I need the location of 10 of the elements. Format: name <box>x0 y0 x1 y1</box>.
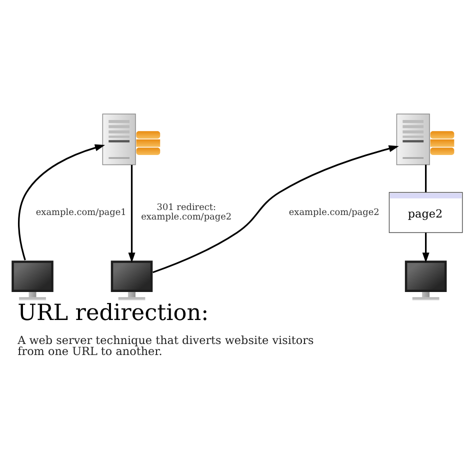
edge-label: example.com/page2 <box>288 208 380 218</box>
arrow <box>422 232 430 262</box>
arrow <box>152 144 399 273</box>
arrow <box>18 144 105 260</box>
arrow <box>128 164 136 262</box>
diagram-title: URL redirection: <box>18 299 209 326</box>
edge-label: example.com/page1 <box>36 208 126 218</box>
edge-label: 301 redirect: example.com/page2 <box>141 202 232 222</box>
caption: A web server technique that diverts website visitors from one URL to another. <box>18 333 314 358</box>
connector <box>425 164 427 192</box>
